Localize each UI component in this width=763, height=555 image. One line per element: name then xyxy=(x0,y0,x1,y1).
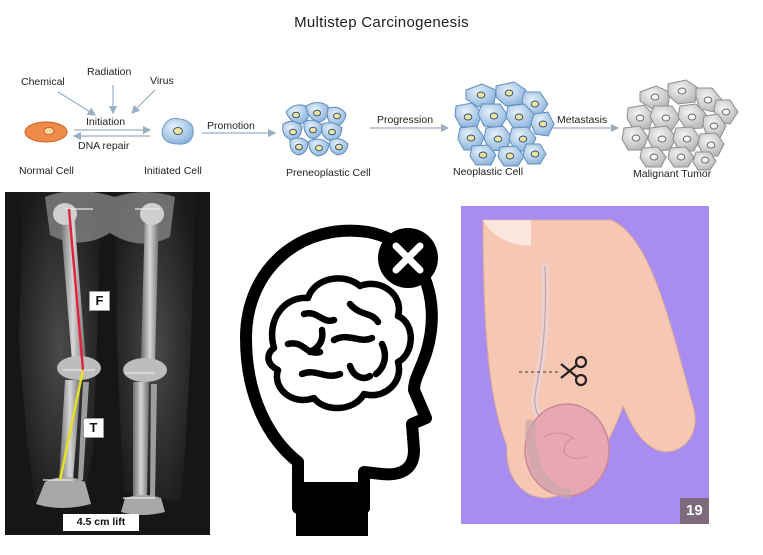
stage-preneoplastic-cell: Preneoplastic Cell xyxy=(286,167,371,179)
promotion-label: Promotion xyxy=(207,120,255,132)
femur-axis-line xyxy=(67,208,85,371)
stage-neoplastic-cell: Neoplastic Cell xyxy=(453,166,524,178)
head-brain-x-icon xyxy=(222,218,440,536)
stage-malignant-tumor: Malignant Tumor xyxy=(633,168,712,180)
inducer-chemical: Chemical xyxy=(21,76,65,88)
initiated-cell-icon xyxy=(161,118,194,145)
normal-cell-icon xyxy=(24,121,68,143)
chemical-arrow xyxy=(57,91,97,116)
inducer-radiation: Radiation xyxy=(87,66,132,78)
figure-number-badge: 19 xyxy=(680,498,709,524)
preneoplastic-cell-icon xyxy=(282,102,349,157)
progression-label: Progression xyxy=(377,114,434,126)
tibia-axis-line xyxy=(58,369,85,481)
femur-label: F xyxy=(89,291,110,311)
initiation-label: Initiation xyxy=(86,116,126,128)
stage-initiated-cell: Initiated Cell xyxy=(144,165,202,177)
metastasis-label: Metastasis xyxy=(557,114,608,126)
stage-normal-cell: Normal Cell xyxy=(19,165,74,177)
leg-xray-image: F T 4.5 cm lift xyxy=(5,192,210,535)
figure-title: Multistep Carcinogenesis xyxy=(294,14,469,31)
inducer-virus: Virus xyxy=(150,75,174,87)
scissors-icon xyxy=(560,355,588,387)
malignant-tumor-icon xyxy=(621,79,739,171)
carcinogenesis-diagram xyxy=(24,79,739,171)
neoplastic-cell-icon xyxy=(454,81,555,167)
virus-arrow xyxy=(131,89,156,114)
surgery-illustration: 19 xyxy=(461,206,709,524)
dna-repair-label: DNA repair xyxy=(78,140,130,152)
lift-label: 4.5 cm lift xyxy=(63,514,139,531)
tibia-label: T xyxy=(83,418,104,438)
